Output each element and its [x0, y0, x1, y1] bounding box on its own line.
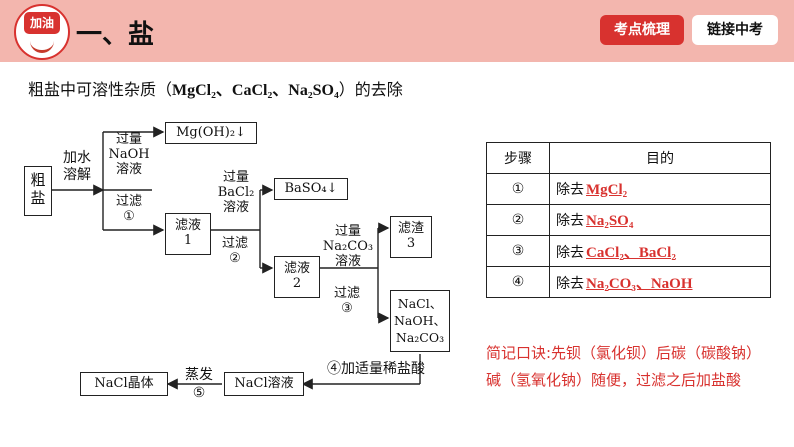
subtitle-prefix: 粗盐中可溶性杂质（	[28, 80, 173, 99]
crude-salt-box: 粗 盐	[24, 166, 52, 216]
baso4-precipitate-box: BaSO₄↓	[274, 178, 348, 200]
add-hcl-label: ④加适量稀盐酸	[327, 361, 425, 377]
nacl-crystal-box: NaCl晶体	[80, 372, 168, 396]
tab-key-points[interactable]: 考点梳理	[600, 15, 684, 45]
purpose-answer: MgCl₂	[586, 182, 628, 198]
dissolve-label: 加水 溶解	[63, 150, 91, 183]
subtitle-suffix: ）的去除	[338, 80, 403, 99]
step-number: ④	[486, 266, 550, 298]
filter3-label: 过滤 ③	[333, 286, 360, 316]
badge-text: 加油	[24, 12, 60, 34]
filtrate2-box: 滤液 2	[274, 256, 320, 298]
evaporate-label: 蒸发 ⑤	[185, 367, 213, 401]
filter2-label: 过滤 ②	[221, 236, 248, 266]
residue3-box: 滤渣 3	[390, 216, 432, 258]
cheer-mascot-icon: 加油	[14, 4, 70, 60]
purpose-answer: Na₂SO₄	[586, 213, 634, 229]
residue3-label: 滤渣 3	[397, 221, 424, 251]
mixture-solution-label: NaCl、 NaOH、 Na₂CO₃	[393, 296, 447, 345]
filtrate1-box: 滤液 1	[165, 213, 211, 255]
crude-salt-label: 粗 盐	[30, 171, 46, 207]
page-title: 一、盐	[76, 20, 155, 50]
mascot-smile-icon	[30, 36, 54, 53]
bacl2-reagent-label: 过量 BaCl₂ 溶液	[217, 170, 255, 215]
step-number: ③	[486, 235, 550, 267]
nacl-crystal-label: NaCl晶体	[94, 376, 154, 391]
header-step: 步骤	[486, 142, 550, 174]
step-number: ①	[486, 173, 550, 205]
mixture-solution-box: NaCl、 NaOH、 Na₂CO₃	[390, 290, 450, 352]
na2co3-reagent-label: 过量 Na₂CO₃ 溶液	[322, 224, 374, 269]
naoh-reagent-label: 过量 NaOH 溶液	[108, 132, 150, 177]
header-purpose: 目的	[549, 142, 771, 174]
purpose-prefix: 除去	[556, 275, 584, 292]
mg-precipitate-box: Mg(OH)₂↓	[165, 122, 257, 144]
section-subtitle: 粗盐中可溶性杂质（MgCl₂、CaCl₂、Na₂SO₄）的去除	[28, 76, 403, 100]
subtitle-chem: MgCl₂、CaCl₂、Na₂SO₄	[172, 82, 339, 99]
nacl-solution-label: NaCl溶液	[234, 376, 294, 391]
nacl-solution-box: NaCl溶液	[224, 372, 304, 396]
purpose-answer: Na₂CO₃、NaOH	[586, 275, 693, 292]
purpose-prefix: 除去	[556, 213, 584, 229]
purpose-prefix: 除去	[556, 244, 584, 261]
step-number: ②	[486, 204, 550, 236]
filter1-label: 过滤 ①	[115, 194, 142, 224]
memory-tip: 简记口诀:先钡（氯化钡）后碳（碳酸钠）碱（氢氧化钠）随便，过滤之后加盐酸	[486, 344, 762, 389]
baso4-precipitate-label: BaSO₄↓	[284, 181, 338, 196]
mg-precipitate-label: Mg(OH)₂↓	[176, 125, 246, 140]
filtrate2-label: 滤液 2	[283, 261, 310, 291]
table-header-row: 步骤 目的	[486, 142, 771, 174]
purpose-answer: CaCl₂、BaCl₂	[586, 244, 676, 261]
filtrate1-label: 滤液 1	[174, 218, 201, 248]
purpose-prefix: 除去	[556, 182, 584, 198]
tab-exam-link[interactable]: 链接中考	[692, 15, 778, 45]
